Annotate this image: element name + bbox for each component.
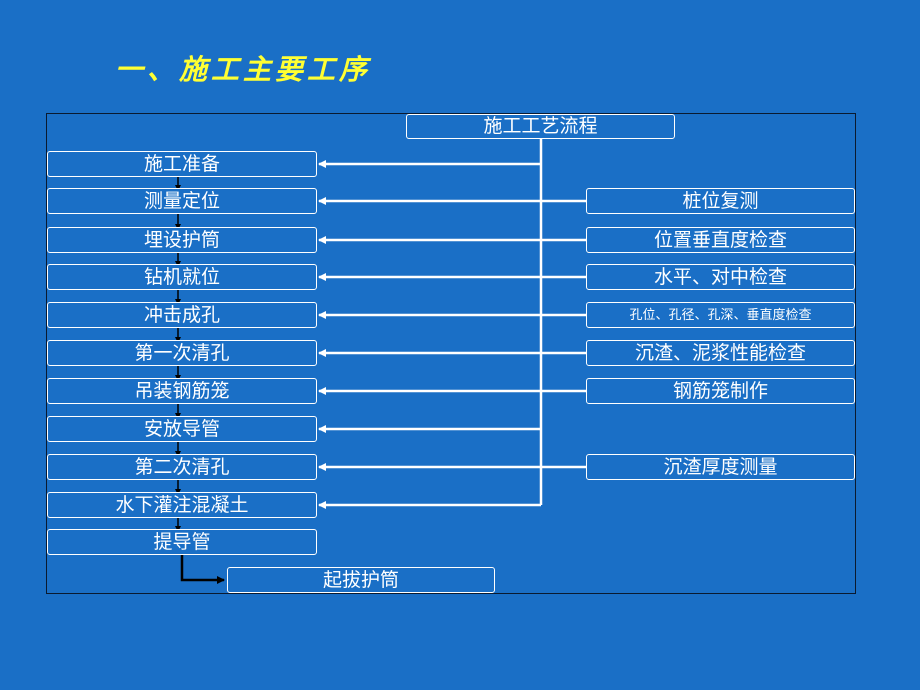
step-box: 第一次清孔 bbox=[47, 340, 317, 366]
check-box: 钢筋笼制作 bbox=[586, 378, 855, 404]
final-connector bbox=[180, 555, 225, 584]
step-box: 测量定位 bbox=[47, 188, 317, 214]
check-box: 孔位、孔径、孔深、垂直度检查 bbox=[586, 302, 855, 328]
check-box: 桩位复测 bbox=[586, 188, 855, 214]
step-box: 提导管 bbox=[47, 529, 317, 555]
step-box: 安放导管 bbox=[47, 416, 317, 442]
check-box: 水平、对中检查 bbox=[586, 264, 855, 290]
diagram-frame bbox=[46, 113, 856, 594]
step-box: 钻机就位 bbox=[47, 264, 317, 290]
step-box: 吊装钢筋笼 bbox=[47, 378, 317, 404]
step-box: 冲击成孔 bbox=[47, 302, 317, 328]
step-box: 第二次清孔 bbox=[47, 454, 317, 480]
check-box: 位置垂直度检查 bbox=[586, 227, 855, 253]
step-box: 埋设护筒 bbox=[47, 227, 317, 253]
step-box: 施工准备 bbox=[47, 151, 317, 177]
check-box: 沉渣厚度测量 bbox=[586, 454, 855, 480]
process-header-box: 施工工艺流程 bbox=[406, 114, 675, 139]
step-final-box: 起拔护筒 bbox=[227, 567, 495, 593]
check-box: 沉渣、泥浆性能检查 bbox=[586, 340, 855, 366]
step-box: 水下灌注混凝土 bbox=[47, 492, 317, 518]
slide-title: 一、施工主要工序 bbox=[115, 53, 372, 86]
